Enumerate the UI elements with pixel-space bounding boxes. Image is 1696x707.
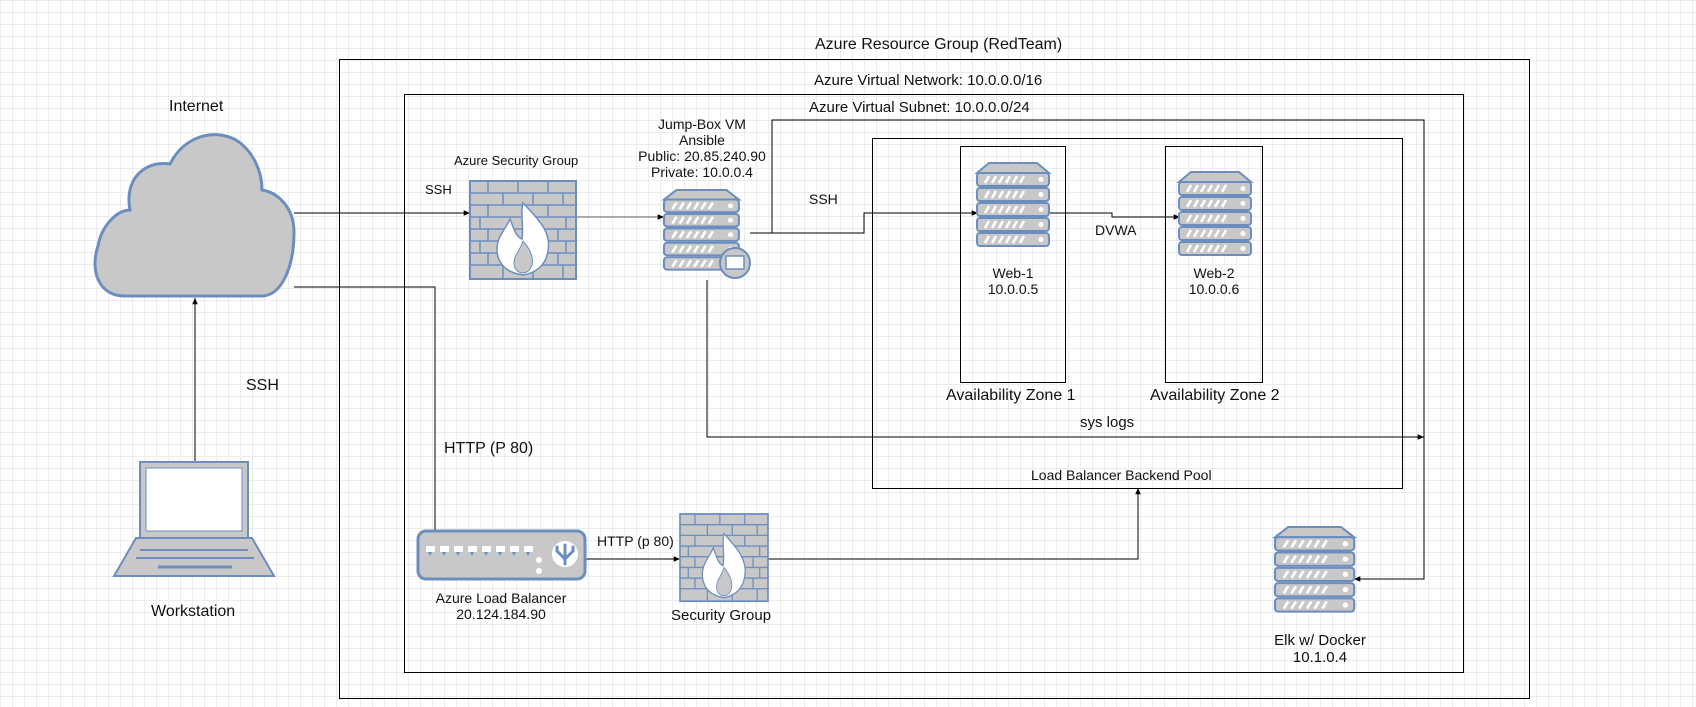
edge-sg-backend xyxy=(768,488,1141,560)
edge-web1-web2 xyxy=(1045,212,1180,220)
az2-label: Availability Zone 2 xyxy=(1150,387,1280,404)
jumpbox-name: Jump-Box VM xyxy=(658,116,746,132)
vnet-boundary xyxy=(404,94,1464,673)
edge-label-http-p80: HTTP (P 80) xyxy=(444,440,534,457)
elk-server-icon xyxy=(1273,525,1356,614)
resource-group-boundary xyxy=(339,59,1530,699)
web2-name: Web-2 xyxy=(1193,265,1235,281)
load-balancer-name: Azure Load Balancer xyxy=(435,590,567,606)
edge-label-dvwa: DVWA xyxy=(1095,222,1137,238)
jumpbox-monitor-icon xyxy=(719,247,751,279)
edge-label-lb-http: HTTP (p 80) xyxy=(597,533,674,549)
resource-group-label: Azure Resource Group (RedTeam) xyxy=(815,36,1063,53)
web2-label: Web-2 10.0.0.6 xyxy=(1179,265,1249,297)
web1-label: Web-1 10.0.0.5 xyxy=(978,265,1048,297)
web1-server-icon xyxy=(975,161,1051,248)
internet-label: Internet xyxy=(169,98,224,115)
jumpbox-label: Jump-Box VM Ansible Public: 20.85.240.90… xyxy=(634,116,770,180)
jumpbox-role: Ansible xyxy=(679,132,725,149)
web2-server-icon xyxy=(1177,170,1253,257)
edge-syslogs xyxy=(706,280,1424,440)
backend-pool-label: Load Balancer Backend Pool xyxy=(1031,467,1212,483)
edge-ssh-web1 xyxy=(772,210,978,234)
az1-label: Availability Zone 1 xyxy=(946,387,1076,404)
edge-label-workstation-ssh: SSH xyxy=(246,377,279,394)
sg-firewall-icon xyxy=(679,513,769,603)
workstation-label: Workstation xyxy=(151,603,236,620)
web1-name: Web-1 xyxy=(992,265,1034,281)
web2-ip: 10.0.0.6 xyxy=(1188,281,1240,298)
laptop-icon xyxy=(112,461,276,577)
vnet-label: Azure Virtual Network: 10.0.0.0/16 xyxy=(814,72,1043,89)
nsg-label: Azure Security Group xyxy=(454,153,579,168)
edge-label-jumpbox-ssh: SSH xyxy=(809,191,838,207)
load-balancer-ip: 20.124.184.90 xyxy=(456,606,546,623)
az1-boundary xyxy=(960,146,1066,383)
load-balancer-label: Azure Load Balancer 20.124.184.90 xyxy=(431,590,571,622)
subnet-label: Azure Virtual Subnet: 10.0.0.0/24 xyxy=(809,99,1030,116)
jumpbox-private-ip: Private: 10.0.0.4 xyxy=(651,164,753,181)
nsg-firewall-icon xyxy=(469,180,577,280)
backend-pool-boundary xyxy=(872,138,1403,489)
jumpbox-public-ip: Public: 20.85.240.90 xyxy=(638,148,766,165)
load-balancer-icon xyxy=(416,529,587,581)
edge-subnet-elk xyxy=(1354,437,1425,582)
az2-boundary xyxy=(1165,146,1263,383)
cloud-icon xyxy=(93,133,296,298)
web1-ip: 10.0.0.5 xyxy=(987,281,1039,298)
elk-label: Elk w/ Docker 10.1.0.4 xyxy=(1264,632,1376,667)
edge-internet-lb xyxy=(294,286,436,534)
elk-name: Elk w/ Docker xyxy=(1274,632,1366,649)
elk-ip: 10.1.0.4 xyxy=(1292,649,1348,667)
edge-label-internet-ssh: SSH xyxy=(425,182,452,197)
edge-label-syslogs: sys logs xyxy=(1080,414,1135,431)
security-group-label: Security Group xyxy=(671,607,772,624)
edge-jumpbox-web1 xyxy=(750,119,1425,437)
